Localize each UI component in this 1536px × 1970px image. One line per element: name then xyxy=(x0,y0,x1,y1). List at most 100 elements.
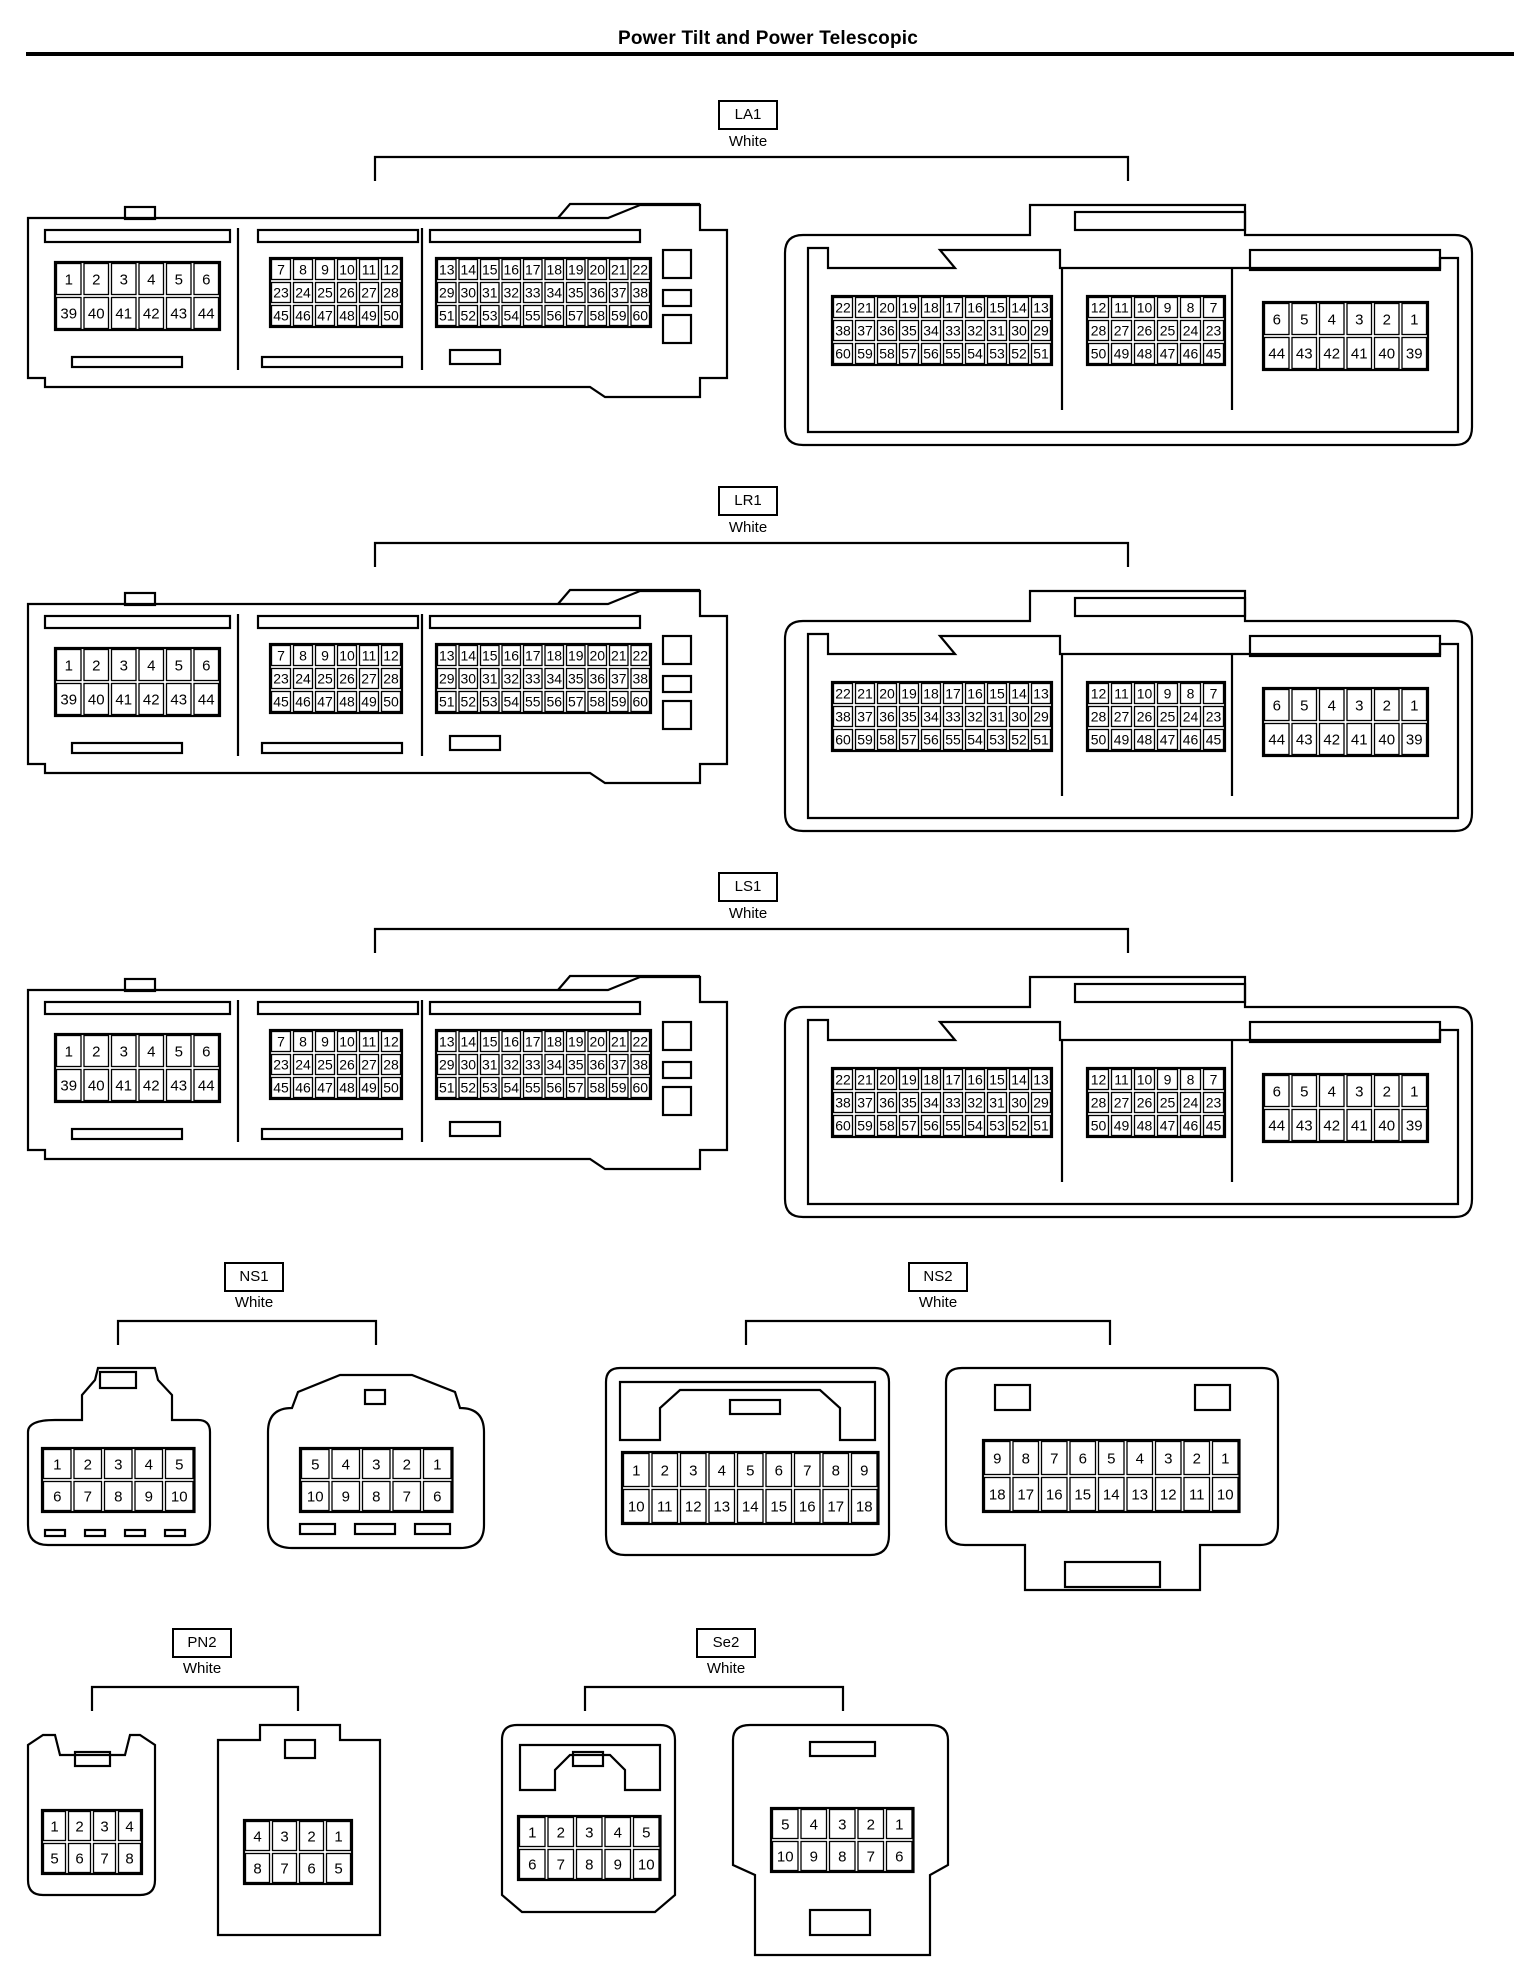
pin-number: 46 xyxy=(295,694,311,710)
pin-cell xyxy=(828,1840,856,1872)
pin-number: 8 xyxy=(299,262,307,278)
pin-cell xyxy=(1179,705,1202,728)
pin-cell xyxy=(1110,1068,1133,1091)
pin-number: 12 xyxy=(1091,1072,1107,1088)
pin-number: 25 xyxy=(1160,323,1176,339)
pin-cell xyxy=(422,1480,452,1512)
pin-cell xyxy=(630,304,651,327)
pin-number: 9 xyxy=(342,1488,350,1505)
pin-cell xyxy=(67,1810,92,1842)
pin-number: 9 xyxy=(321,648,329,664)
pin-cell xyxy=(1156,296,1179,319)
pin-cell xyxy=(1030,705,1052,728)
pin-number: 56 xyxy=(546,694,562,710)
connector-color-pn2: White xyxy=(182,1660,222,1677)
pin-number: 54 xyxy=(967,732,983,748)
ns1-male-rib xyxy=(163,1528,187,1538)
pin-number: 22 xyxy=(632,262,648,278)
pin-number: 28 xyxy=(383,671,399,687)
pin-number: 8 xyxy=(253,1860,261,1877)
pin-number: 41 xyxy=(115,1077,132,1094)
pin-cell xyxy=(1012,1476,1040,1512)
pin-number: 3 xyxy=(689,1462,697,1479)
pin-cell xyxy=(547,1816,575,1848)
pin-number: 51 xyxy=(439,694,455,710)
pin-cell xyxy=(765,1488,793,1524)
pin-cell xyxy=(522,644,543,667)
pin-number: 17 xyxy=(525,648,541,664)
la1-male-rail xyxy=(256,228,420,244)
pin-number: 29 xyxy=(439,1057,455,1073)
pin-number: 15 xyxy=(1074,1486,1091,1503)
pin-cell xyxy=(565,1030,586,1053)
pin-number: 21 xyxy=(611,648,627,664)
connector-code-pn2: PN2 xyxy=(172,1628,232,1658)
page-title: Power Tilt and Power Telescopic xyxy=(617,28,919,49)
pin-cell xyxy=(436,258,457,281)
pin-number: 15 xyxy=(989,686,1005,702)
pin-cell xyxy=(1211,1440,1239,1476)
pin-cell xyxy=(651,1488,679,1524)
pin-number: 26 xyxy=(339,1057,355,1073)
pin-cell xyxy=(1154,1476,1182,1512)
pin-cell xyxy=(587,258,608,281)
ns1-male-housing xyxy=(26,1366,212,1547)
pin-number: 34 xyxy=(923,1095,939,1111)
pin-cell xyxy=(314,690,336,713)
pin-number: 60 xyxy=(632,308,648,324)
pin-cell xyxy=(458,1030,479,1053)
pin-number: 35 xyxy=(568,671,584,687)
connector-color-ls1: White xyxy=(728,905,768,922)
se2-female-latch xyxy=(808,1908,872,1937)
pin-cell xyxy=(876,728,898,751)
pin-number: 42 xyxy=(143,1077,160,1094)
pin-number: 35 xyxy=(901,323,917,339)
pin-cell xyxy=(1318,722,1345,756)
pin-cell xyxy=(1030,319,1052,342)
pin-number: 47 xyxy=(1160,346,1176,362)
pin-cell xyxy=(1291,1074,1318,1108)
pin-cell xyxy=(380,258,402,281)
pin-cell xyxy=(1373,336,1400,370)
pin-cell xyxy=(292,281,314,304)
pin-number: 31 xyxy=(989,709,1005,725)
pin-number: 28 xyxy=(1091,323,1107,339)
pin-cell xyxy=(110,648,137,682)
pin-number: 2 xyxy=(307,1828,315,1845)
pin-cell xyxy=(986,296,1008,319)
pin-number: 37 xyxy=(611,671,627,687)
pin-number: 42 xyxy=(143,305,160,322)
pin-number: 36 xyxy=(589,671,605,687)
pin-number: 41 xyxy=(1351,345,1368,362)
pin-number: 31 xyxy=(989,1095,1005,1111)
pin-cell xyxy=(604,1848,632,1880)
pin-cell xyxy=(587,644,608,667)
lr1-bracket xyxy=(373,541,1130,567)
pin-number: 40 xyxy=(1378,1117,1395,1134)
pin-number: 10 xyxy=(339,262,355,278)
ls1-male-key xyxy=(661,1020,693,1052)
pin-cell xyxy=(630,281,651,304)
pin-cell xyxy=(898,342,920,365)
pin-number: 39 xyxy=(1406,731,1423,748)
pin-cell xyxy=(1133,342,1156,365)
pin-number: 50 xyxy=(1091,732,1107,748)
pin-number: 4 xyxy=(145,1456,153,1473)
pin-number: 7 xyxy=(84,1488,92,1505)
pin-cell xyxy=(1202,319,1225,342)
pin-cell xyxy=(920,705,942,728)
ls1-male-rail xyxy=(448,1120,502,1138)
pin-number: 7 xyxy=(1210,686,1218,702)
pin-number: 51 xyxy=(1033,1118,1049,1134)
pn2-bracket xyxy=(90,1685,300,1711)
pin-number: 54 xyxy=(503,1080,519,1096)
pin-cell xyxy=(458,258,479,281)
pin-cell xyxy=(942,1068,964,1091)
ls1-male-rail xyxy=(256,1000,420,1016)
pin-cell xyxy=(565,690,586,713)
pin-cell xyxy=(964,319,986,342)
pin-number: 2 xyxy=(75,1818,83,1835)
pin-cell xyxy=(380,1053,402,1076)
